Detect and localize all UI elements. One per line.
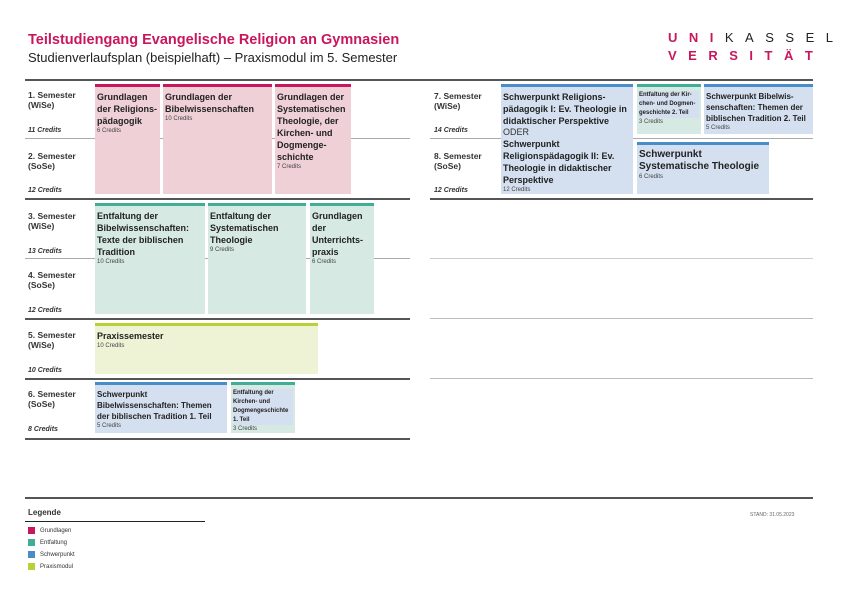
uni-kassel-logo: UNIKASSEL VERSITÄT	[668, 30, 842, 63]
divider	[25, 318, 410, 320]
semester-credits: 12 Credits	[28, 307, 62, 314]
divider	[25, 198, 410, 200]
divider	[25, 79, 813, 81]
divider	[430, 318, 813, 319]
stand-date: STAND: 31.05.2023	[750, 512, 795, 518]
semester-label: 7. Semester(WiSe)	[434, 91, 482, 111]
semester-credits: 12 Credits	[28, 187, 62, 194]
legend-item: Praxismodul	[28, 563, 73, 570]
divider	[430, 198, 813, 200]
semester-label: 5. Semester(WiSe)	[28, 330, 76, 350]
semester-credits: 12 Credits	[434, 187, 468, 194]
semester-label: 3. Semester(WiSe)	[28, 211, 76, 231]
module-card[interactable]: Entfaltung der Kirchen- und Dogmengeschi…	[231, 382, 295, 433]
legend-item: Entfaltung	[28, 539, 67, 546]
divider	[25, 497, 813, 499]
semester-label: 6. Semester(SoSe)	[28, 389, 76, 409]
semester-label: 4. Semester(SoSe)	[28, 270, 76, 290]
module-card[interactable]: Schwerpunkt Bibelwissenschaften: Themen …	[95, 382, 227, 433]
semester-credits: 8 Credits	[28, 426, 58, 433]
legend-item: Grundlagen	[28, 527, 71, 534]
semester-credits: 11 Credits	[28, 127, 62, 134]
divider	[25, 521, 205, 522]
page-title: Teilstudiengang Evangelische Religion an…	[28, 32, 400, 48]
semester-credits: 14 Credits	[434, 127, 468, 134]
legend-title: Legende	[28, 508, 61, 517]
semester-label: 1. Semester(WiSe)	[28, 90, 76, 110]
module-card[interactable]: Entfaltung der Bibelwissenschaften: Text…	[95, 203, 205, 314]
divider	[430, 258, 813, 259]
legend-item: Schwerpunkt	[28, 551, 75, 558]
module-card[interactable]: Schwerpunkt Bibelwis-senschaften: Themen…	[704, 84, 813, 134]
semester-credits: 13 Credits	[28, 248, 62, 255]
page-subtitle: Studienverlaufsplan (beispielhaft) – Pra…	[28, 50, 398, 65]
divider	[430, 378, 813, 379]
semester-label: 2. Semester(SoSe)	[28, 151, 76, 171]
module-card[interactable]: Entfaltung der Kir-chen- und Dogmen-gesc…	[637, 84, 701, 134]
module-card[interactable]: Schwerpunkt Religions-pädagogik I: Ev. T…	[501, 84, 633, 194]
divider	[25, 438, 410, 440]
module-card[interactable]: Grundlagen der Systematischen Theologie,…	[275, 84, 351, 194]
divider	[25, 378, 410, 380]
semester-label: 8. Semester(SoSe)	[434, 151, 482, 171]
semester-credits: 10 Credits	[28, 367, 62, 374]
